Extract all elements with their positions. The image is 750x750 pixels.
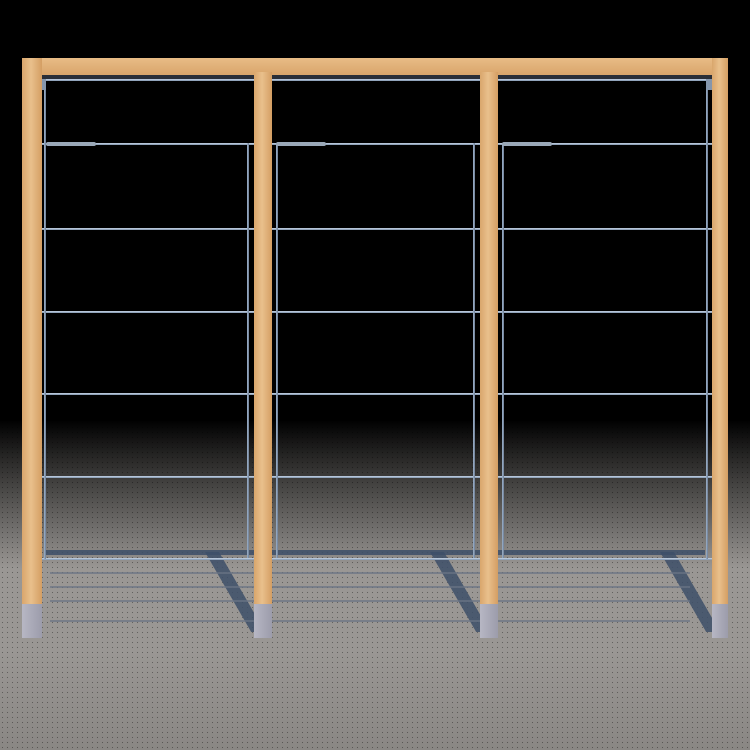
turnbuckle bbox=[502, 142, 552, 146]
wire bbox=[42, 311, 712, 313]
post-base-left bbox=[22, 604, 42, 638]
wire bbox=[42, 393, 712, 395]
corner-bracket bbox=[706, 76, 714, 90]
post-base-middle-left bbox=[254, 604, 272, 638]
top-beam-underside bbox=[42, 75, 712, 79]
vertical-wire bbox=[706, 79, 708, 559]
wire bbox=[42, 143, 712, 145]
vertical-wire bbox=[44, 79, 46, 559]
vertical-wire bbox=[473, 143, 475, 558]
wire bbox=[42, 79, 712, 81]
vertical-wire bbox=[276, 143, 278, 558]
wire bbox=[42, 228, 712, 230]
post-middle-left bbox=[254, 72, 272, 606]
post-base-middle-right bbox=[480, 604, 498, 638]
post-middle-right bbox=[480, 72, 498, 606]
post-base-right bbox=[712, 604, 728, 638]
wire-shadow bbox=[50, 600, 690, 602]
ground-texture bbox=[0, 420, 750, 750]
wire bbox=[42, 476, 712, 478]
post-left bbox=[22, 58, 42, 606]
wire-shadow bbox=[50, 572, 690, 574]
turnbuckle bbox=[46, 142, 96, 146]
vertical-wire bbox=[247, 143, 249, 558]
wire-shadow bbox=[50, 620, 690, 622]
top-beam bbox=[22, 58, 728, 75]
wire-shadow bbox=[50, 586, 690, 588]
wire bbox=[42, 558, 712, 560]
beam-shadow bbox=[45, 550, 705, 555]
turnbuckle bbox=[276, 142, 326, 146]
corner-bracket bbox=[38, 76, 46, 90]
vertical-wire bbox=[502, 143, 504, 558]
post-right bbox=[712, 58, 728, 606]
ground-plane bbox=[0, 420, 750, 750]
